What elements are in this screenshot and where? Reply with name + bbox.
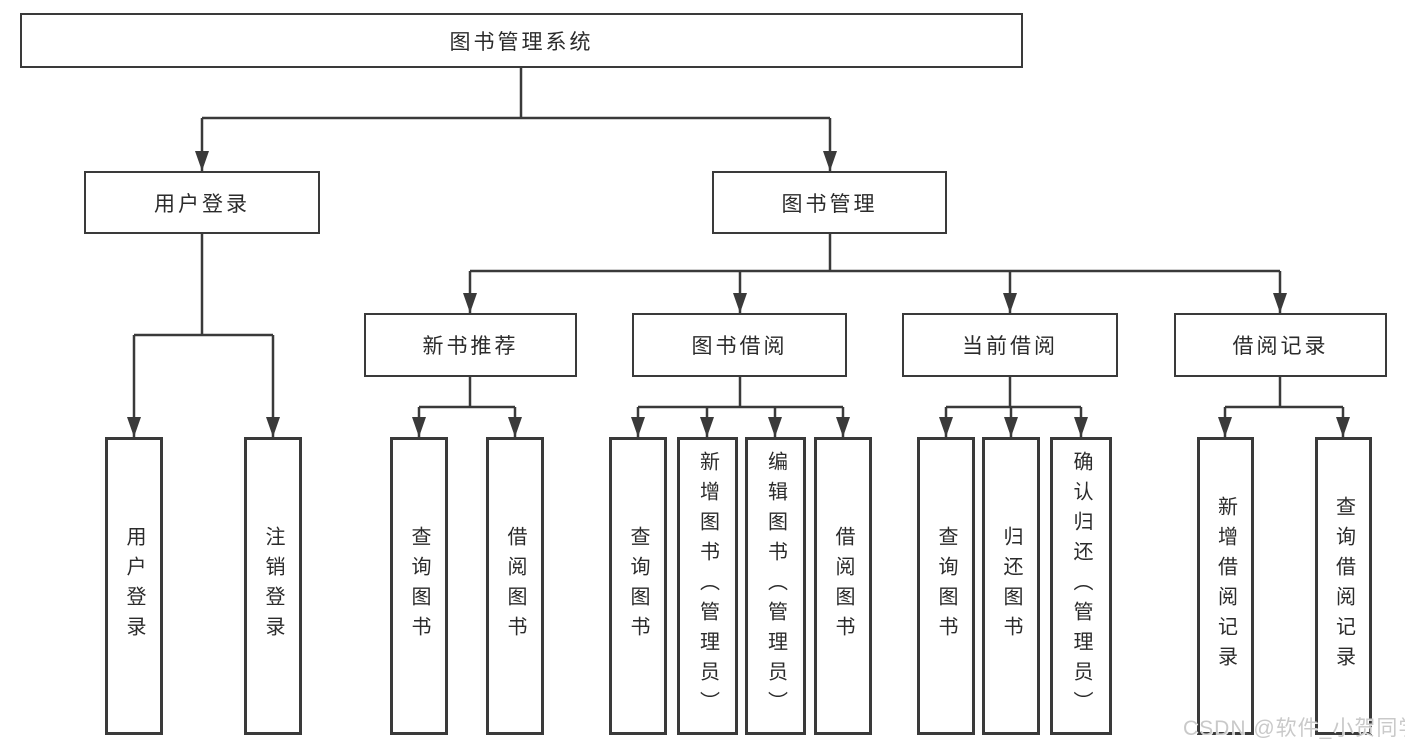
leaf-current-return-books-label: 归还图书 <box>1000 526 1022 646</box>
leaf-borrow-query-books-label: 查询图书 <box>627 526 649 646</box>
leaf-user-login: 用户登录 <box>105 437 163 735</box>
node-borrow-record-label: 借阅记录 <box>1232 335 1329 358</box>
leaf-newbook-borrow-books-label: 借阅图书 <box>504 526 526 646</box>
node-book-management-label: 图书管理 <box>781 192 878 216</box>
node-current-borrow: 当前借阅 <box>902 313 1118 377</box>
leaf-user-login-label: 用户登录 <box>123 526 145 646</box>
leaf-record-query-record: 查询借阅记录 <box>1315 437 1372 735</box>
node-root-label: 图书管理系统 <box>449 30 594 54</box>
leaf-record-query-record-label: 查询借阅记录 <box>1332 496 1355 676</box>
leaf-current-query-books-label: 查询图书 <box>935 526 957 646</box>
node-user-login: 用户登录 <box>84 171 320 234</box>
leaf-record-add-record: 新增借阅记录 <box>1197 437 1254 735</box>
leaf-newbook-borrow-books: 借阅图书 <box>486 437 544 735</box>
node-book-borrow-label: 图书借阅 <box>691 335 788 358</box>
node-book-borrow: 图书借阅 <box>632 313 847 377</box>
leaf-current-confirm-return-admin-label: 确认归还（管理员） <box>1070 451 1092 721</box>
leaf-logout: 注销登录 <box>244 437 302 735</box>
node-new-book-recommend-label: 新书推荐 <box>422 335 519 358</box>
leaf-newbook-query-books-label: 查询图书 <box>408 526 430 646</box>
leaf-borrow-borrow-books: 借阅图书 <box>814 437 872 735</box>
node-new-book-recommend: 新书推荐 <box>364 313 577 377</box>
leaf-current-query-books: 查询图书 <box>917 437 975 735</box>
node-user-login-label: 用户登录 <box>154 192 250 216</box>
leaf-logout-label: 注销登录 <box>262 526 284 646</box>
leaf-borrow-add-books-admin-label: 新增图书（管理员） <box>696 451 719 721</box>
leaf-borrow-borrow-books-label: 借阅图书 <box>832 526 854 646</box>
leaf-borrow-add-books-admin: 新增图书（管理员） <box>677 437 738 735</box>
leaf-newbook-query-books: 查询图书 <box>390 437 448 735</box>
leaf-record-add-record-label: 新增借阅记录 <box>1214 496 1237 676</box>
leaf-current-return-books: 归还图书 <box>982 437 1040 735</box>
leaf-borrow-edit-books-admin-label: 编辑图书（管理员） <box>764 451 787 721</box>
node-borrow-record: 借阅记录 <box>1174 313 1387 377</box>
leaf-current-confirm-return-admin: 确认归还（管理员） <box>1050 437 1112 735</box>
node-root: 图书管理系统 <box>20 13 1023 68</box>
node-book-management: 图书管理 <box>712 171 947 234</box>
watermark: CSDN @软件_小贺同学 <box>1183 717 1405 740</box>
node-current-borrow-label: 当前借阅 <box>962 335 1058 358</box>
leaf-borrow-edit-books-admin: 编辑图书（管理员） <box>745 437 806 735</box>
leaf-borrow-query-books: 查询图书 <box>609 437 667 735</box>
